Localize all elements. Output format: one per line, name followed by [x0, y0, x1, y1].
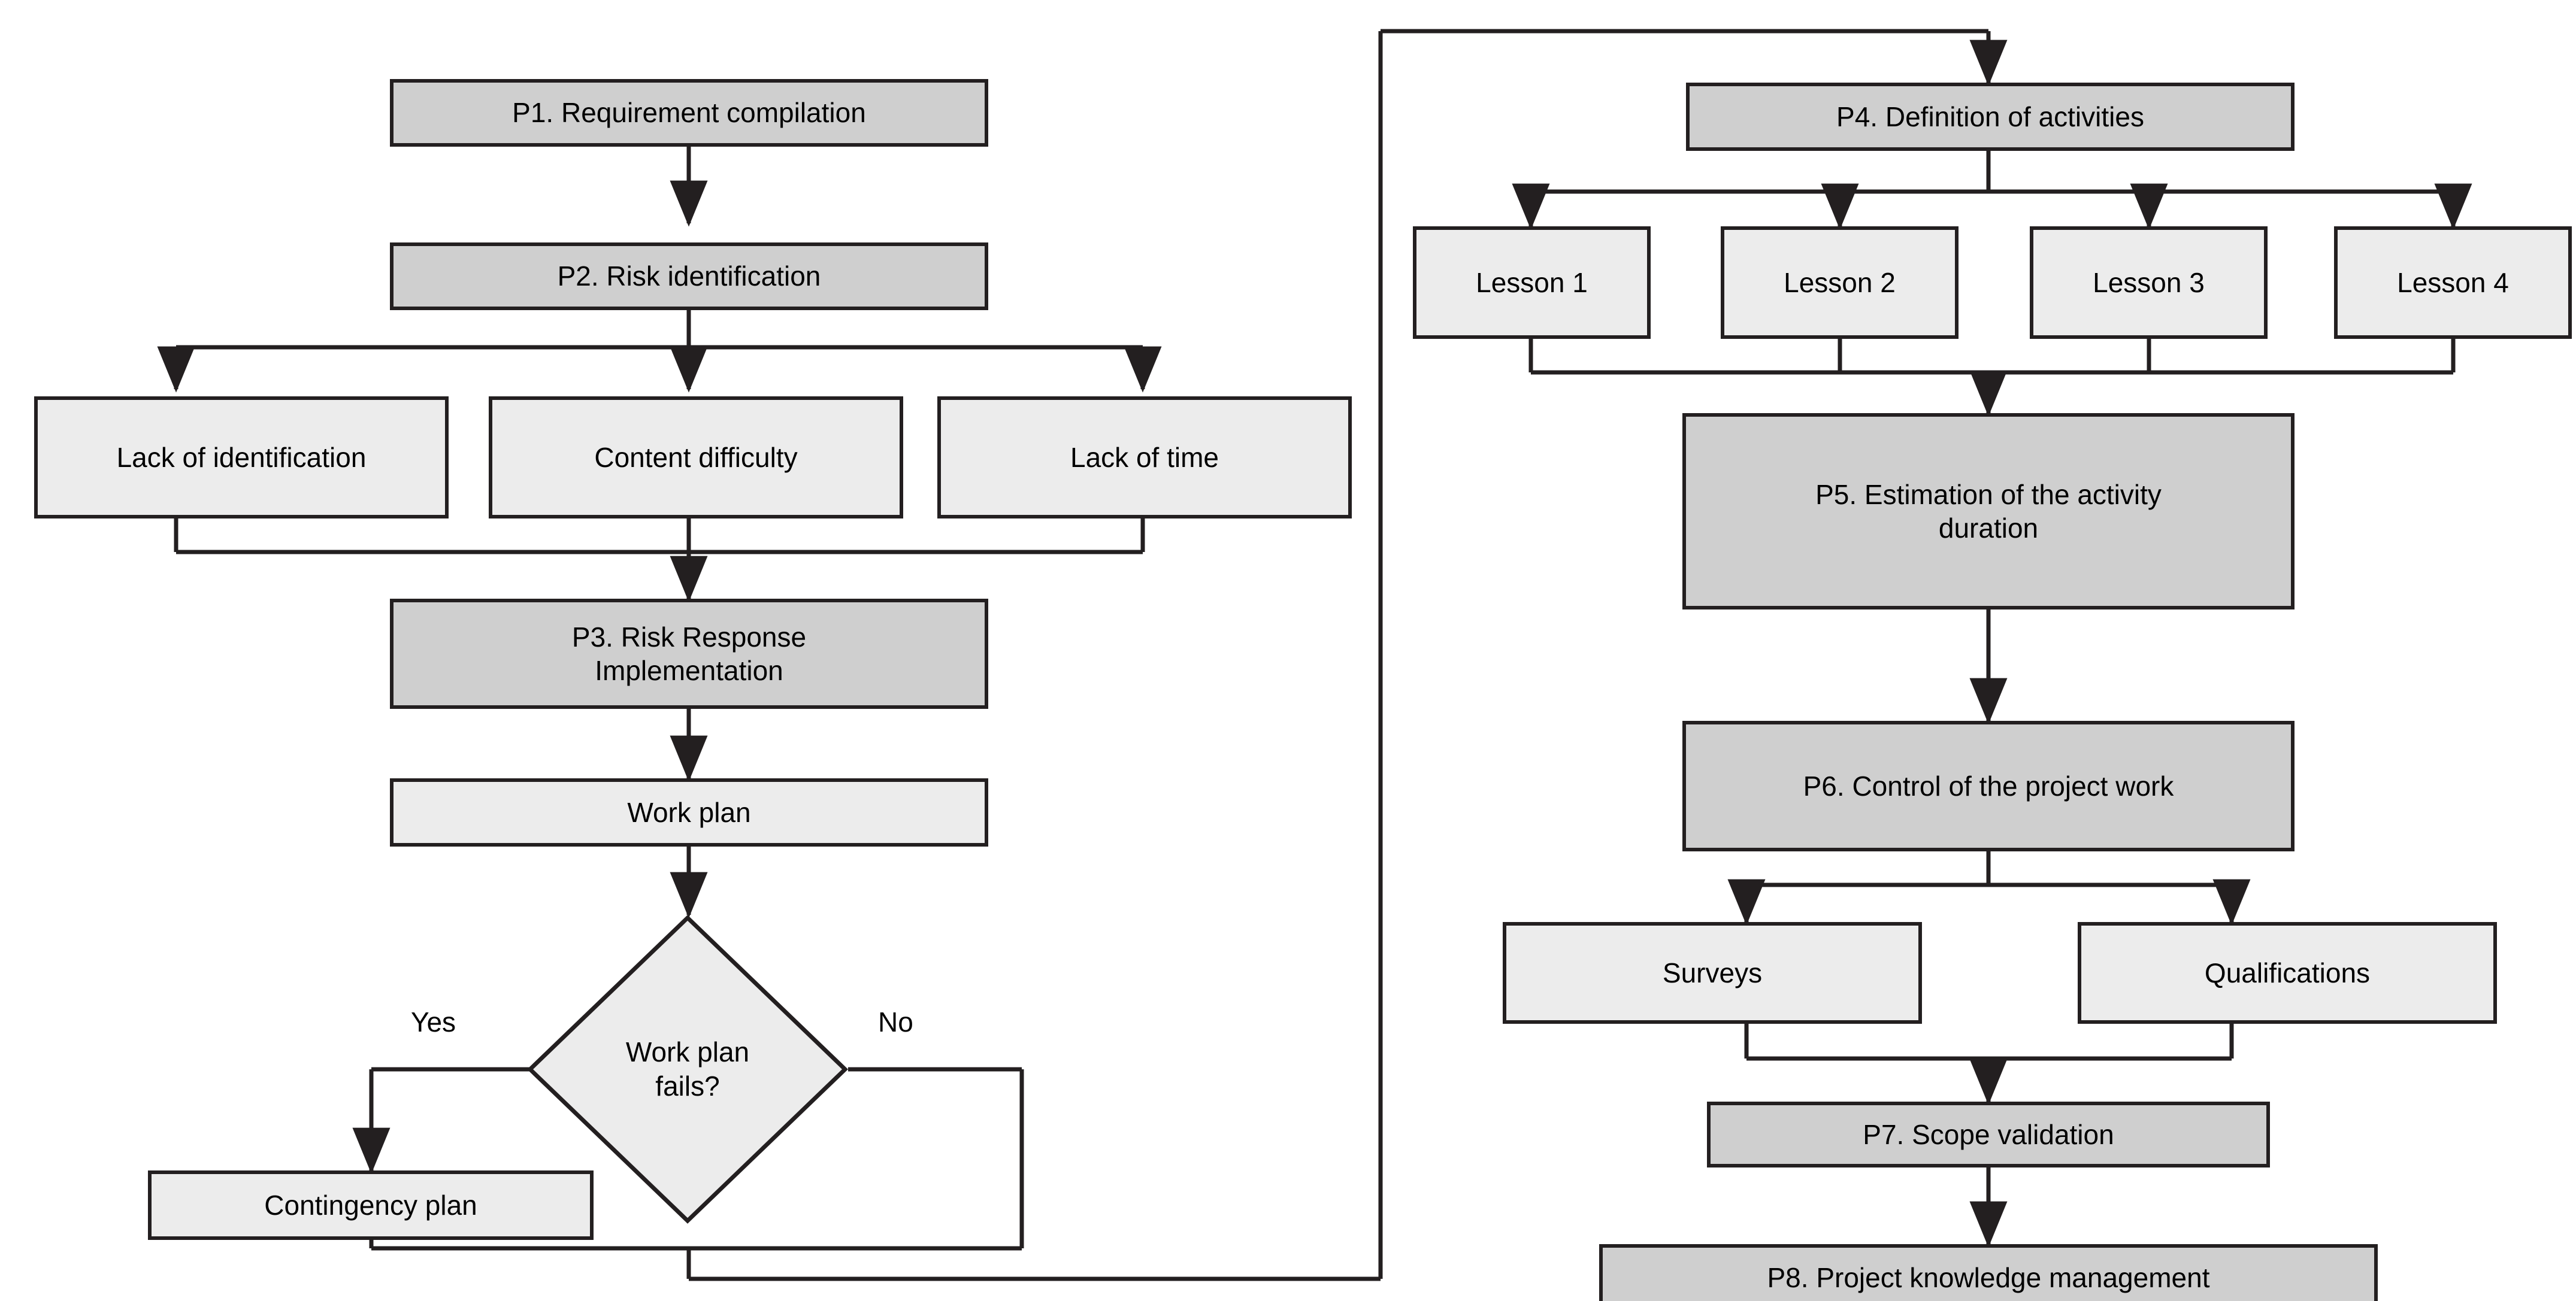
node-lesson-4-label: Lesson 4	[2397, 266, 2509, 298]
node-contingency-label: Contingency plan	[264, 1189, 477, 1221]
node-qualifications[interactable]: Qualifications	[2078, 922, 2497, 1024]
node-p7-label: P7. Scope validation	[1863, 1118, 2114, 1150]
node-p1-requirement-compilation[interactable]: P1. Requirement compilation	[390, 79, 988, 147]
node-lesson-3[interactable]: Lesson 3	[2030, 226, 2268, 339]
node-p6-control-project-work[interactable]: P6. Control of the project work	[1682, 721, 2295, 851]
node-lesson-1-label: Lesson 1	[1476, 266, 1588, 298]
node-risk-2-label: Content difficulty	[594, 441, 798, 473]
node-lesson-3-label: Lesson 3	[2093, 266, 2205, 298]
node-risk-1-label: Lack of identification	[116, 441, 367, 473]
node-p8-project-knowledge-management[interactable]: P8. Project knowledge management	[1599, 1244, 2378, 1301]
node-p4-definition-of-activities[interactable]: P4. Definition of activities	[1686, 83, 2295, 151]
edge-label-no: No	[878, 1006, 913, 1038]
node-risk-content-difficulty[interactable]: Content difficulty	[489, 396, 903, 518]
yes-text: Yes	[411, 1006, 456, 1038]
node-p3-label-line1: P3. Risk Response	[571, 621, 807, 653]
node-p2-risk-identification[interactable]: P2. Risk identification	[390, 242, 988, 310]
node-qualifications-label: Qualifications	[2204, 957, 2371, 988]
no-text: No	[878, 1006, 913, 1038]
node-risk-lack-of-identification[interactable]: Lack of identification	[34, 396, 449, 518]
decision-label: Work plan fails?	[527, 915, 848, 1224]
node-p5-label-line1: P5. Estimation of the activity	[1815, 478, 2162, 510]
node-lesson-2[interactable]: Lesson 2	[1721, 226, 1959, 339]
node-p5-label-line2: duration	[1938, 512, 2039, 544]
node-work-plan[interactable]: Work plan	[390, 778, 988, 847]
node-risk-3-label: Lack of time	[1070, 441, 1219, 473]
node-p5-estimation-activity-duration[interactable]: P5. Estimation of the activity duration	[1682, 413, 2295, 609]
node-p8-label: P8. Project knowledge management	[1767, 1261, 2210, 1293]
node-p6-label: P6. Control of the project work	[1803, 770, 2174, 802]
node-risk-lack-of-time[interactable]: Lack of time	[937, 396, 1352, 518]
node-p1-label: P1. Requirement compilation	[512, 97, 866, 129]
node-lesson-4[interactable]: Lesson 4	[2334, 226, 2572, 339]
node-surveys[interactable]: Surveys	[1503, 922, 1922, 1024]
node-decision-work-plan-fails[interactable]: Work plan fails?	[526, 915, 849, 1224]
node-p3-label-line2: Implementation	[595, 655, 783, 686]
edge-label-yes: Yes	[411, 1006, 456, 1038]
node-p4-label: P4. Definition of activities	[1836, 101, 2144, 132]
node-p2-label: P2. Risk identification	[557, 260, 821, 292]
node-work-plan-label: Work plan	[627, 796, 751, 828]
node-p3-risk-response-implementation[interactable]: P3. Risk Response Implementation	[390, 599, 988, 709]
decision-diamond-shape	[526, 915, 849, 1224]
node-lesson-2-label: Lesson 2	[1784, 266, 1896, 298]
decision-label-line2: fails?	[655, 1070, 720, 1102]
node-surveys-label: Surveys	[1662, 957, 1763, 988]
node-p7-scope-validation[interactable]: P7. Scope validation	[1707, 1102, 2270, 1167]
node-contingency-plan[interactable]: Contingency plan	[148, 1170, 594, 1240]
decision-label-line1: Work plan	[625, 1036, 750, 1068]
node-lesson-1[interactable]: Lesson 1	[1413, 226, 1651, 339]
